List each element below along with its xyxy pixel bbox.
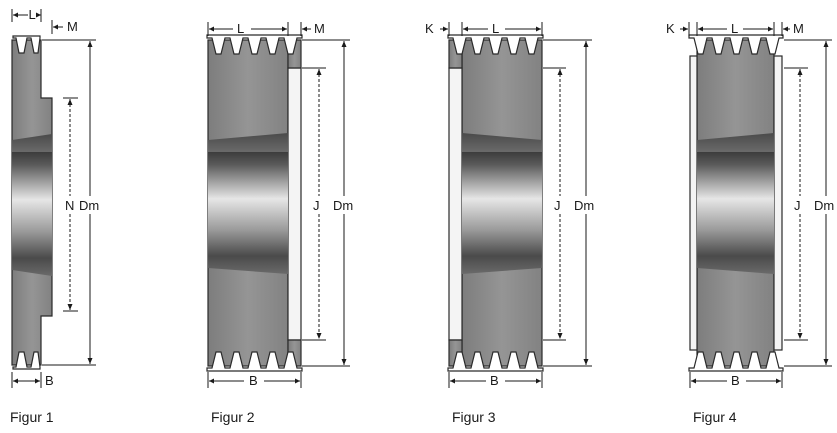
- figure-4-bore: [697, 152, 774, 256]
- figure-4-caption: Figur 4: [693, 409, 737, 425]
- figure-3-label-B: B: [490, 373, 499, 388]
- figure-3-label-Dm: Dm: [574, 198, 594, 213]
- figure-1-bore: [12, 152, 52, 258]
- figure-1-label-B: B: [45, 373, 54, 388]
- figure-1-caption: Figur 1: [10, 409, 54, 425]
- figure-3-caption: Figur 3: [452, 409, 496, 425]
- figure-1-label-N: N: [65, 198, 74, 213]
- figure-3: K L J Dm B Figur 3: [425, 21, 594, 425]
- figure-1-taper-top: [12, 134, 52, 152]
- figure-2-top-grooves: [206, 34, 303, 55]
- figure-2: L M J Dm B Figur 2: [206, 21, 353, 425]
- figure-4-taper-top: [697, 133, 774, 152]
- figure-1: L M N Dm B Figur 1: [10, 7, 99, 425]
- figure-4-label-K: K: [666, 21, 675, 36]
- figure-3-taper-top: [462, 133, 542, 152]
- figure-1-top-grooves: [12, 35, 41, 54]
- figure-2-bottom-grooves: [206, 351, 303, 372]
- figure-3-label-K: K: [425, 21, 434, 36]
- figure-1-label-M: M: [67, 19, 78, 34]
- figure-4: K L M J Dm B Fi: [666, 21, 834, 425]
- figure-2-label-B: B: [249, 373, 258, 388]
- figure-2-caption: Figur 2: [211, 409, 255, 425]
- figure-4-taper-bottom: [697, 256, 774, 274]
- figure-3-label-L: L: [492, 21, 499, 36]
- figure-4-label-L: L: [731, 21, 738, 36]
- figure-2-hub-face: [287, 67, 302, 341]
- figure-3-bottom-grooves: [447, 351, 544, 372]
- figure-2-bore: [208, 152, 288, 256]
- figure-2-label-M: M: [314, 21, 325, 36]
- figure-2-label-Dm: Dm: [333, 198, 353, 213]
- figure-4-hub-face-left: [689, 55, 698, 351]
- figure-1-taper-bottom: [12, 258, 52, 276]
- figure-2-taper-top: [208, 133, 288, 152]
- figure-2-taper-bottom: [208, 256, 288, 274]
- figure-3-taper-bottom: [462, 256, 542, 274]
- figure-3-bore: [462, 152, 542, 256]
- figure-4-label-J: J: [794, 198, 801, 213]
- figure-1-label-L: L: [29, 7, 36, 22]
- figure-3-top-grooves: [447, 34, 544, 55]
- figure-4-label-Dm: Dm: [814, 198, 834, 213]
- figure-4-label-M: M: [793, 21, 804, 36]
- figure-3-hub-face: [448, 67, 463, 341]
- figure-3-label-J: J: [554, 198, 561, 213]
- figure-2-label-L: L: [237, 21, 244, 36]
- figure-4-label-B: B: [731, 373, 740, 388]
- figure-4-bottom-grooves: [688, 351, 784, 372]
- figure-1-label-Dm: Dm: [79, 198, 99, 213]
- figure-2-label-J: J: [313, 198, 320, 213]
- figure-4-hub-face-right: [773, 55, 783, 351]
- figure-4-top-grooves: [688, 34, 784, 55]
- figure-1-bottom-grooves: [12, 351, 41, 370]
